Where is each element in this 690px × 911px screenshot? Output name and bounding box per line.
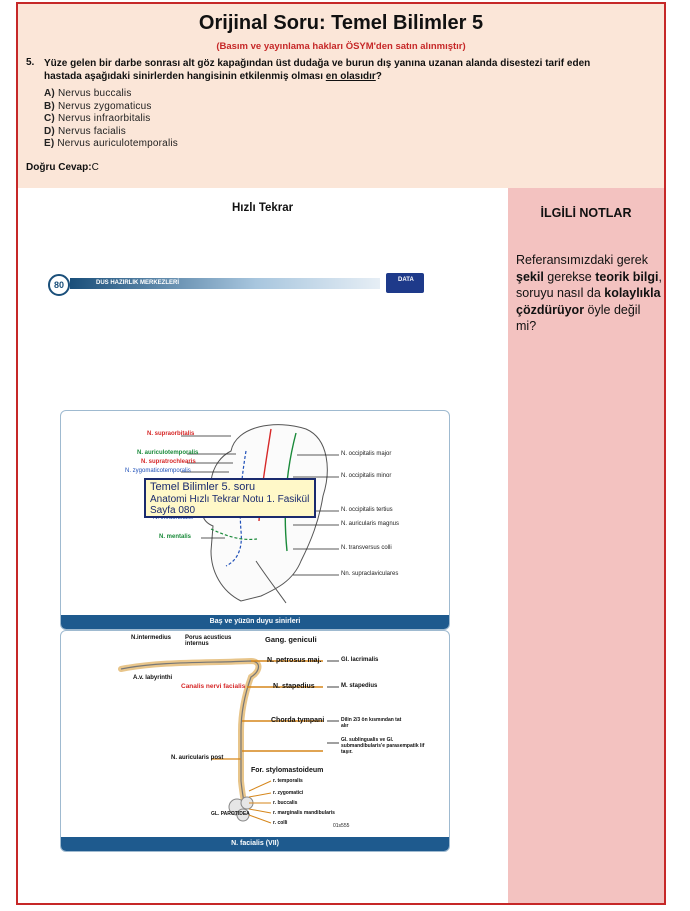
- label-supraclaviculares: Nn. supraclaviculares: [341, 571, 399, 577]
- option-text: Nervus buccalis: [57, 88, 132, 99]
- notes-title: İLGİLİ NOTLAR: [540, 206, 632, 220]
- label-supraorbitalis: N. supraorbitalis: [147, 431, 195, 437]
- publisher-logo: DATA: [386, 273, 424, 293]
- page-number: 80: [48, 274, 70, 296]
- label-occipitalis-tertius: N. occipitalis tertius: [341, 507, 393, 513]
- reference-tooltip: Temel Bilimler 5. soru Anatomi Hızlı Tek…: [144, 478, 316, 518]
- label-infraorbitalis: N. infraorbitalis: [153, 515, 194, 521]
- answer-label: Doğru Cevap:: [26, 162, 92, 173]
- label-lacrimalis: Gl. lacrimalis: [341, 657, 379, 663]
- option-text: Nervus infraorbitalis: [57, 113, 151, 124]
- notes-bold: kolaylıkla çözdürüyor: [516, 286, 661, 317]
- label-sublingualis: Gl. sublingualis ve Gl. submandibularis'…: [341, 737, 425, 755]
- label-chorda: Chorda tympani: [271, 717, 325, 724]
- label-transversus-colli: N. transversus colli: [341, 545, 392, 551]
- question-text: Yüze gelen bir darbe sonrası alt göz kap…: [44, 57, 629, 83]
- notes-text: gerekse: [543, 269, 596, 284]
- option-c: C) Nervus infraorbitalis: [44, 113, 178, 126]
- option-e: E) Nervus auriculotemporalis: [44, 138, 178, 151]
- option-b: B) Nervus zygomaticus: [44, 101, 178, 114]
- label-supratrochlearis: N. supratrochlearis: [141, 459, 196, 465]
- tooltip-line2: Anatomi Hızlı Tekrar Notu 1. Fasikül: [150, 493, 310, 505]
- option-a: A) Nervus buccalis: [44, 88, 178, 101]
- tooltip-line3: Sayfa 080: [150, 505, 196, 516]
- label-occipitalis-minor: N. occipitalis minor: [341, 473, 392, 479]
- label-occipitalis-major: N. occipitalis major: [341, 451, 392, 457]
- question-emphasis: en olasıdır: [325, 71, 376, 82]
- answer-value: C: [91, 162, 99, 173]
- label-m-stapedius: M. stapedius: [341, 683, 378, 689]
- review-title: Hızlı Tekrar: [232, 202, 294, 214]
- label-labyrinthi: A.v. labyrinthi: [133, 675, 173, 681]
- label-dilin: Dilin 2/3 ön kısmından tat alır: [341, 717, 402, 729]
- notes-text: Referansımızdaki gerek: [516, 253, 649, 267]
- label-temporalis: r. temporalis: [273, 778, 303, 784]
- options-list: A) Nervus buccalis B) Nervus zygomaticus…: [44, 88, 178, 151]
- option-text: Nervus facialis: [57, 125, 126, 137]
- label-zygomaticotemporalis: N. zygomaticotemporalis: [125, 468, 191, 474]
- figure-facial-nerve: N.intermedius Porus acusticus internus G…: [60, 630, 450, 852]
- notes-panel: İLGİLİ NOTLAR Referansımızdaki gerek şek…: [508, 188, 664, 903]
- header-bar: DUS HAZIRLIK MERKEZLERİ: [70, 278, 380, 289]
- label-marginalis: r. marginalis mandibularis: [273, 810, 335, 816]
- label-buccalis: r. buccalis: [273, 800, 298, 806]
- book-page-header: 80 DUS HAZIRLIK MERKEZLERİ DATA: [44, 272, 430, 296]
- figure1-caption: Baş ve yüzün duyu sinirleri: [61, 615, 449, 629]
- label-stapedius: N. stapedius: [273, 683, 315, 690]
- label-mentalis: N. mentalis: [159, 534, 192, 540]
- question-panel: Orijinal Soru: Temel Bilimler 5 (Basım v…: [18, 4, 664, 188]
- option-letter: A): [44, 88, 55, 99]
- option-text: Nervus auriculotemporalis: [57, 138, 178, 149]
- label-auricularis-magnus: N. auricularis magnus: [341, 521, 400, 527]
- figure2-caption: N. facialis (VII): [61, 837, 449, 851]
- tooltip-line1: Temel Bilimler 5. soru: [150, 481, 256, 493]
- label-porus: Porus acusticus internus: [185, 635, 232, 647]
- option-d: D) Nervus facialis: [44, 126, 178, 139]
- label-parotidea: GL. PAROTIDEA: [211, 811, 250, 817]
- copyright-note: (Basım ve yayınlama hakları ÖSYM'den sat…: [216, 41, 466, 52]
- label-colli: r. colli: [273, 820, 288, 826]
- label-geniculi: Gang. geniculi: [265, 635, 317, 644]
- notes-body: Referansımızdaki gerek şekil gerekse teo…: [516, 252, 662, 335]
- option-text: Nervus zygomaticus: [57, 100, 152, 112]
- correct-answer: Doğru Cevap:C: [26, 162, 99, 173]
- option-letter: B): [44, 100, 55, 112]
- question-text-end: ?: [375, 71, 382, 82]
- option-letter: C): [44, 113, 55, 124]
- header-bar-text: DUS HAZIRLIK MERKEZLERİ: [96, 280, 179, 286]
- label-zygomatici: r. zygomatici: [273, 790, 304, 796]
- question-title: Orijinal Soru: Temel Bilimler 5: [198, 12, 484, 34]
- label-canalis: Canalis nervi facialis: [181, 683, 246, 690]
- figure-head-sensory: N. supraorbitalis N. auriculotemporalis …: [60, 410, 450, 630]
- label-auriculotemporalis: N. auriculotemporalis: [137, 450, 199, 456]
- label-petrosus: N. petrosus maj.: [267, 657, 322, 664]
- logo-text: DATA: [398, 277, 414, 283]
- notes-bold: teorik bilgi: [595, 269, 659, 284]
- question-number: 5.: [26, 57, 35, 68]
- notes-bold: şekil: [516, 269, 544, 284]
- notes-text: , soruyu nasıl da: [516, 269, 662, 301]
- question-text-main: Yüze gelen bir darbe sonrası alt göz kap…: [44, 58, 591, 82]
- label-code: 01s555: [333, 823, 350, 829]
- facial-nerve-diagram: [118, 657, 339, 824]
- label-aur-post: N. auricularis post: [171, 755, 224, 761]
- label-foramen: For. stylomastoideum: [251, 767, 324, 774]
- notes-text: öyle değil mi?: [516, 302, 641, 334]
- option-letter: D): [44, 125, 55, 137]
- label-intermedius: N.intermedius: [131, 635, 172, 641]
- option-letter: E): [44, 138, 55, 149]
